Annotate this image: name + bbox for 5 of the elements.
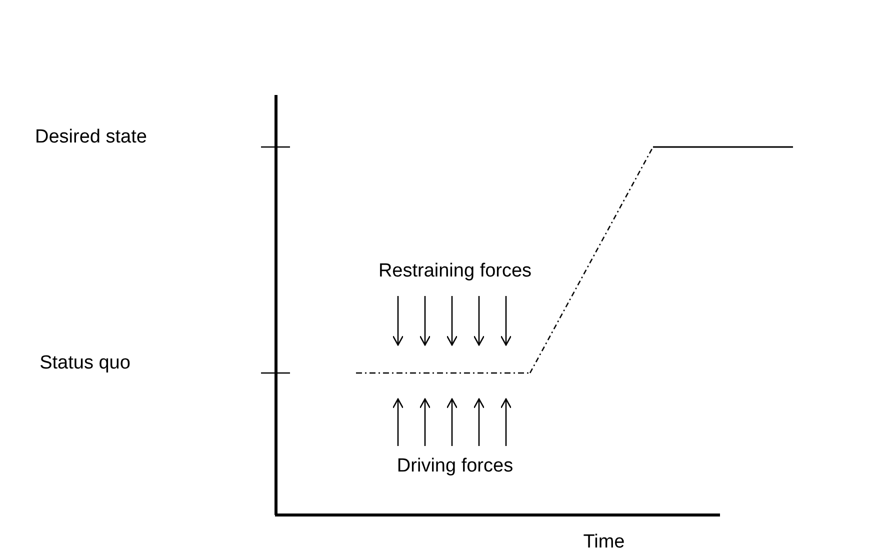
axis-title: Time xyxy=(583,532,625,554)
level-label: Status quo xyxy=(40,352,130,376)
force-label: Restraining forces xyxy=(378,260,532,284)
force-label: Driving forces xyxy=(396,456,514,478)
level-label: Desired state xyxy=(35,126,147,150)
